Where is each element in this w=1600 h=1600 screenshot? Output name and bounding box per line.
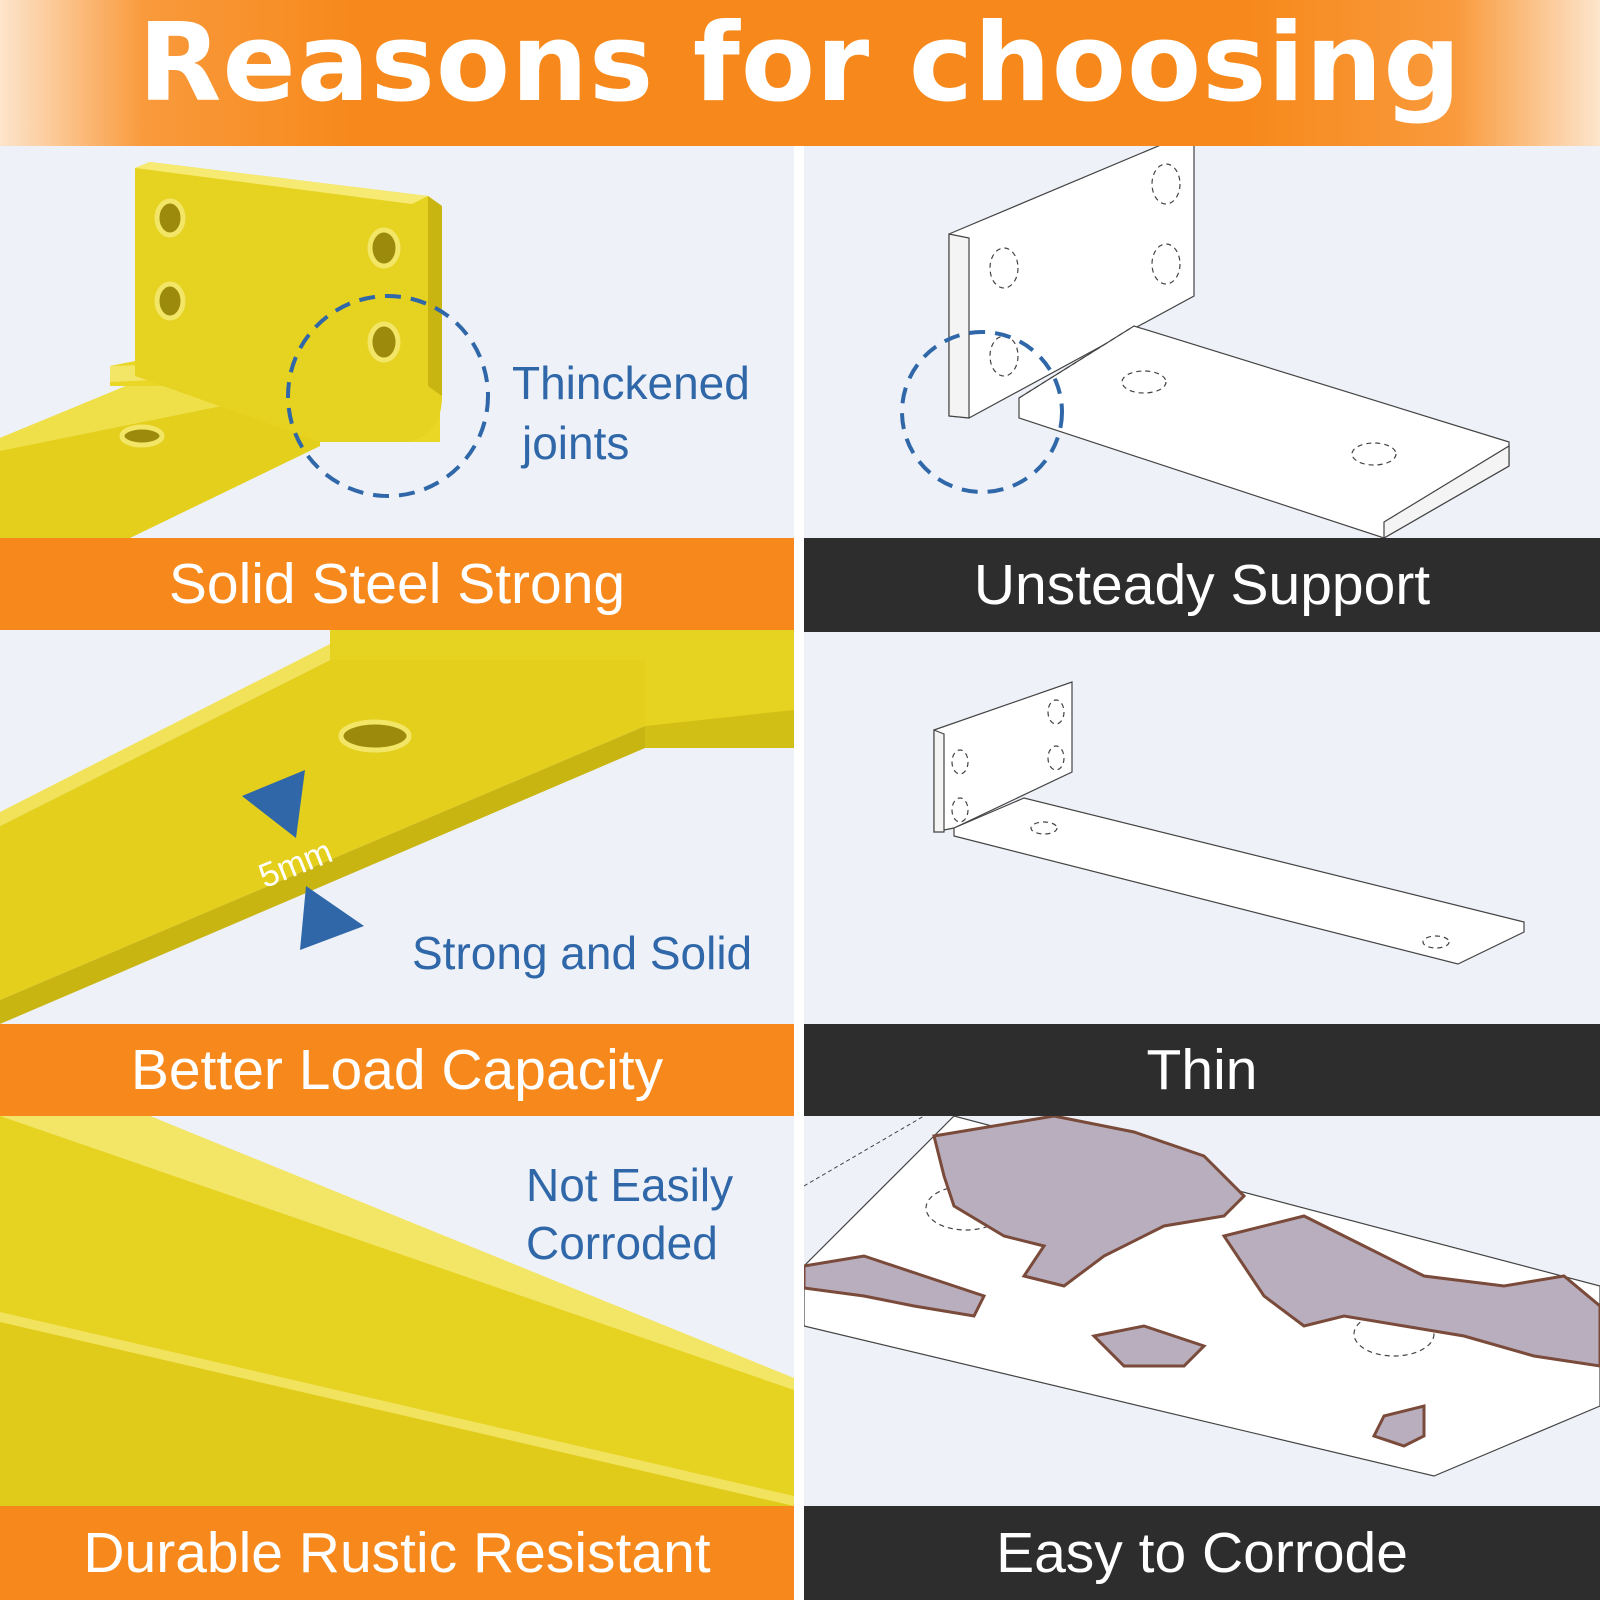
- label-better-load-capacity: Better Load Capacity: [0, 1024, 794, 1116]
- left-panel-3: Not Easily Corroded: [0, 1116, 794, 1506]
- left-panel-2: 5mm Strong and Solid: [0, 630, 794, 1024]
- right-panel-1: [804, 146, 1600, 538]
- corroded-bracket-image: [804, 1116, 1600, 1477]
- gold-bar-thickness-image: [0, 630, 794, 1024]
- thin-bracket-outline-image-2: [933, 681, 1525, 965]
- header-banner: Reasons for choosing: [0, 0, 1600, 146]
- gold-bracket-joint-image: [0, 162, 490, 538]
- gold-bar-closeup-image: [0, 1116, 794, 1506]
- note-strong-and-solid: Strong and Solid: [412, 927, 753, 979]
- left-panel-1: Thinckened joints: [0, 146, 794, 538]
- label-durable-rustic-resistant: Durable Rustic Resistant: [0, 1506, 794, 1600]
- note-thickened-joints-2: joints: [522, 417, 630, 469]
- thin-bracket-outline-image: [900, 146, 1510, 538]
- right-panel-2: [804, 632, 1600, 1024]
- note-thickened-joints-1: Thinckened: [512, 357, 750, 409]
- note-not-easily-corroded-1: Not Easily: [526, 1159, 734, 1211]
- label-thin: Thin: [804, 1024, 1600, 1116]
- right-panel-3: [804, 1116, 1600, 1506]
- column-divider: [794, 146, 804, 1600]
- label-solid-steel-strong: Solid Steel Strong: [0, 538, 794, 630]
- label-unsteady-support: Unsteady Support: [804, 538, 1600, 632]
- page-title: Reasons for choosing: [138, 0, 1462, 126]
- label-easy-to-corrode: Easy to Corrode: [804, 1506, 1600, 1600]
- note-not-easily-corroded-2: Corroded: [526, 1217, 718, 1269]
